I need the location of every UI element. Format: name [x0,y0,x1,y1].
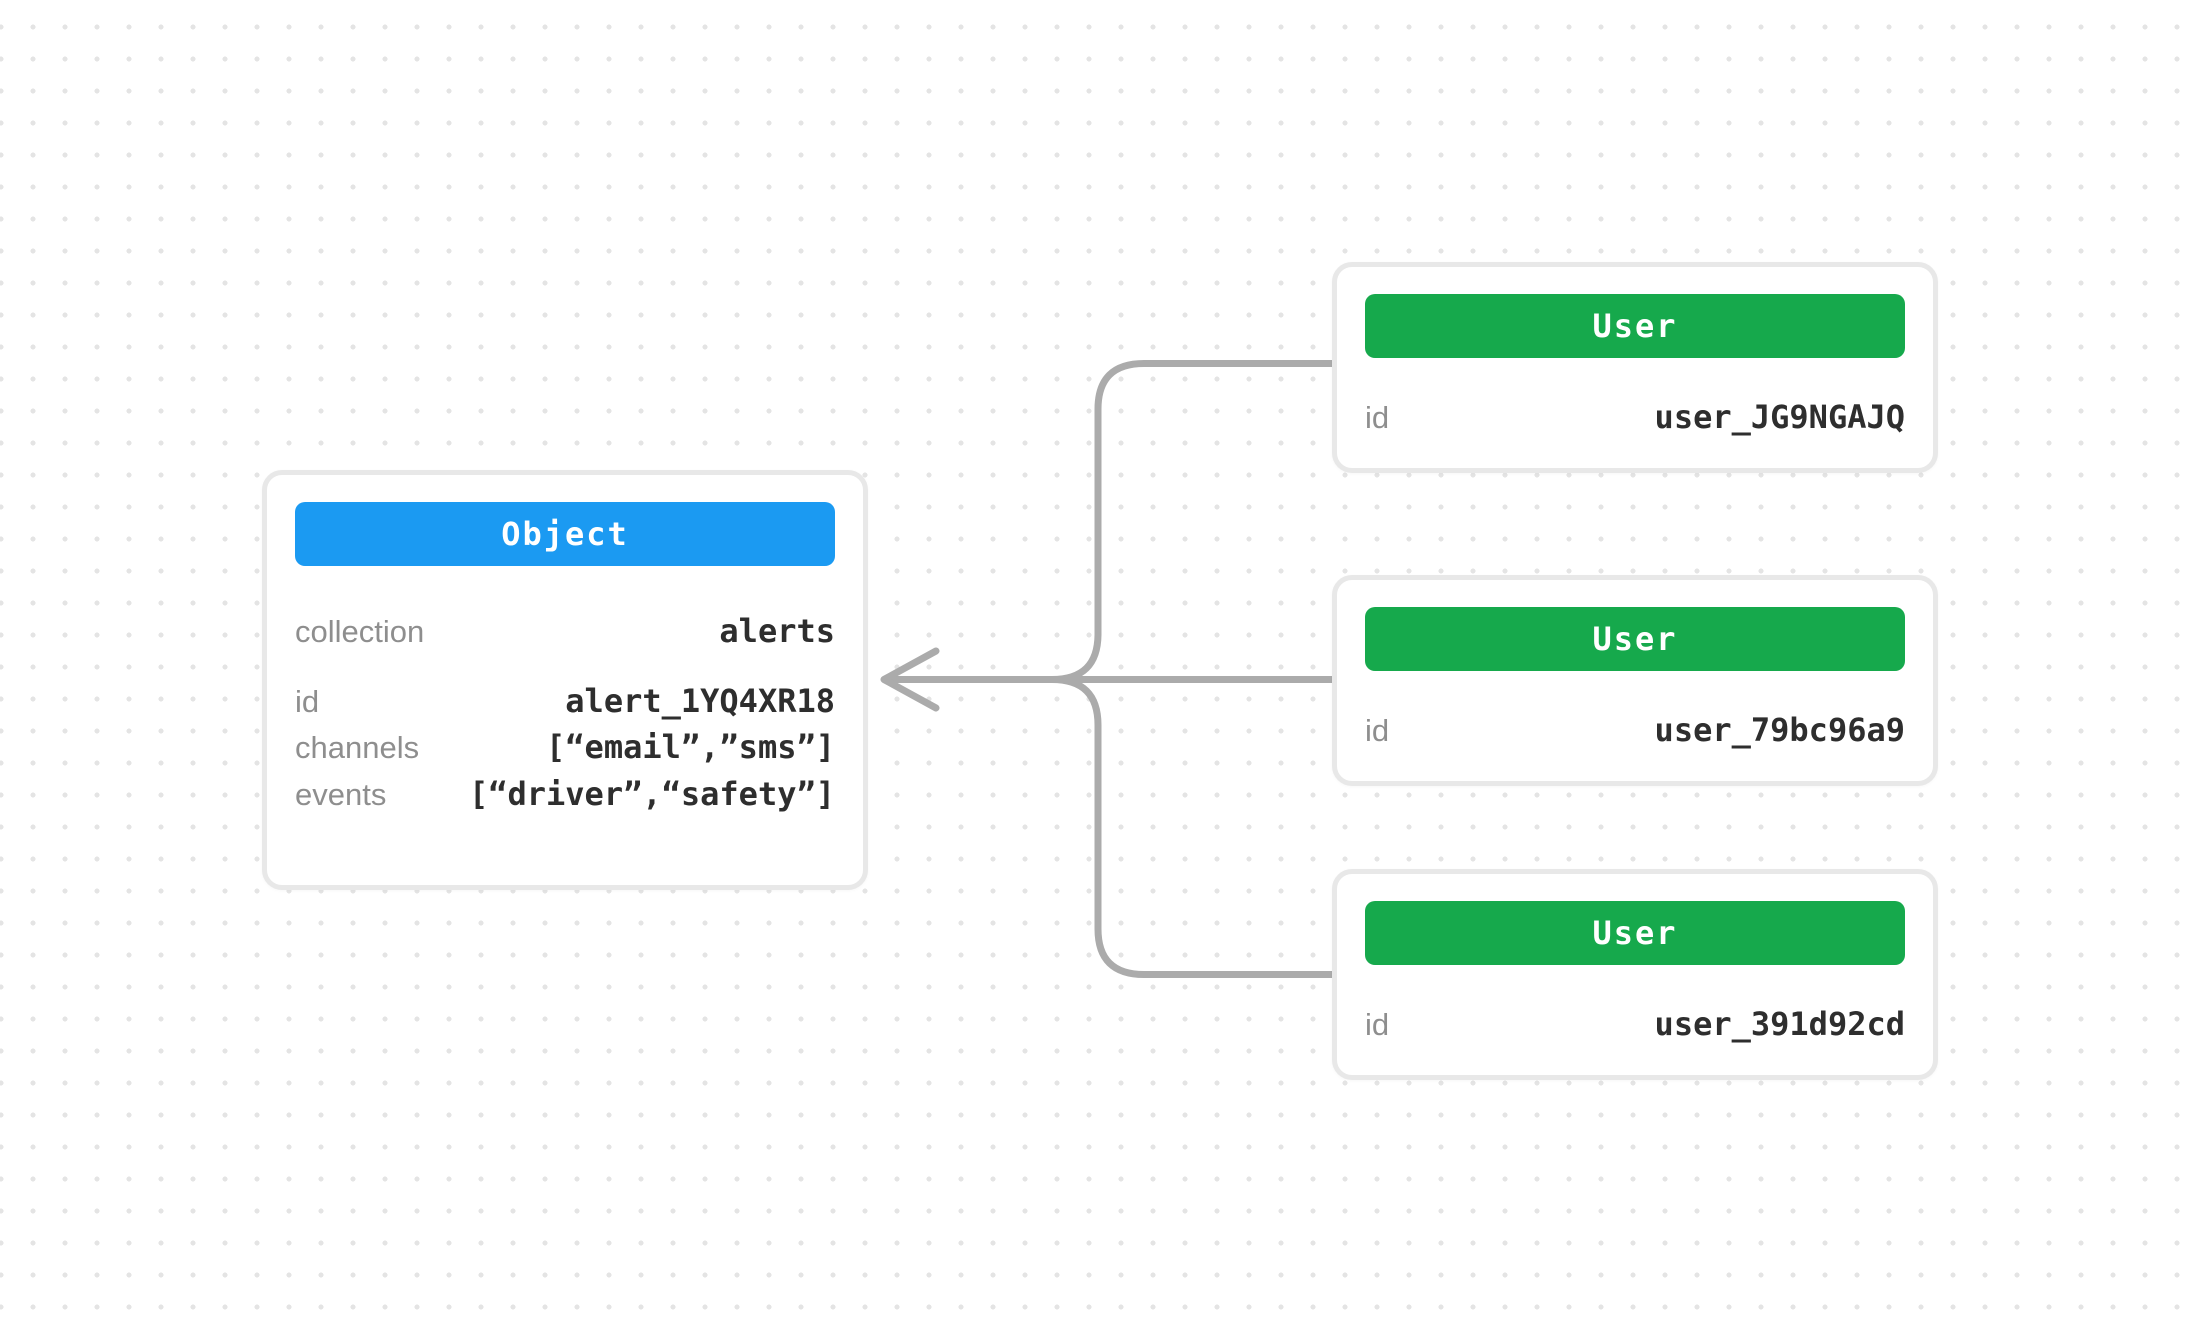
user-node-3[interactable]: User id user_391d92cd [1332,869,1938,1080]
object-field-channels: channels [“email”,”sms”] [295,728,835,766]
field-value: user_79bc96a9 [1654,711,1905,749]
object-node[interactable]: Object collection alerts id alert_1YQ4XR… [262,470,868,890]
field-value: [“driver”,“safety”] [468,775,835,813]
object-field-events: events [“driver”,“safety”] [295,775,835,813]
connector-branch-top [1048,360,1336,683]
connector-branch-bottom [1048,676,1336,978]
user-node-header: User [1365,294,1905,358]
field-value: [“email”,”sms”] [546,728,835,766]
user-node-header: User [1365,901,1905,965]
field-value: alert_1YQ4XR18 [565,682,835,720]
object-field-id: id alert_1YQ4XR18 [295,682,835,720]
field-label: channels [295,730,420,765]
field-label: id [1365,1007,1390,1042]
user-node-2[interactable]: User id user_79bc96a9 [1332,575,1938,786]
field-value: user_JG9NGAJQ [1654,398,1905,436]
field-label: id [295,684,320,719]
user-field-id: id user_391d92cd [1365,1005,1905,1043]
user-node-1[interactable]: User id user_JG9NGAJQ [1332,262,1938,473]
field-label: collection [295,614,425,649]
user-field-id: id user_JG9NGAJQ [1365,398,1905,436]
field-value: alerts [719,612,835,650]
field-value: user_391d92cd [1654,1005,1905,1043]
object-node-header: Object [295,502,835,566]
field-label: id [1365,713,1390,748]
arrow-head-icon [880,647,940,712]
object-field-collection: collection alerts [295,612,835,650]
field-label: id [1365,400,1390,435]
field-label: events [295,777,387,812]
user-node-header: User [1365,607,1905,671]
user-field-id: id user_79bc96a9 [1365,711,1905,749]
